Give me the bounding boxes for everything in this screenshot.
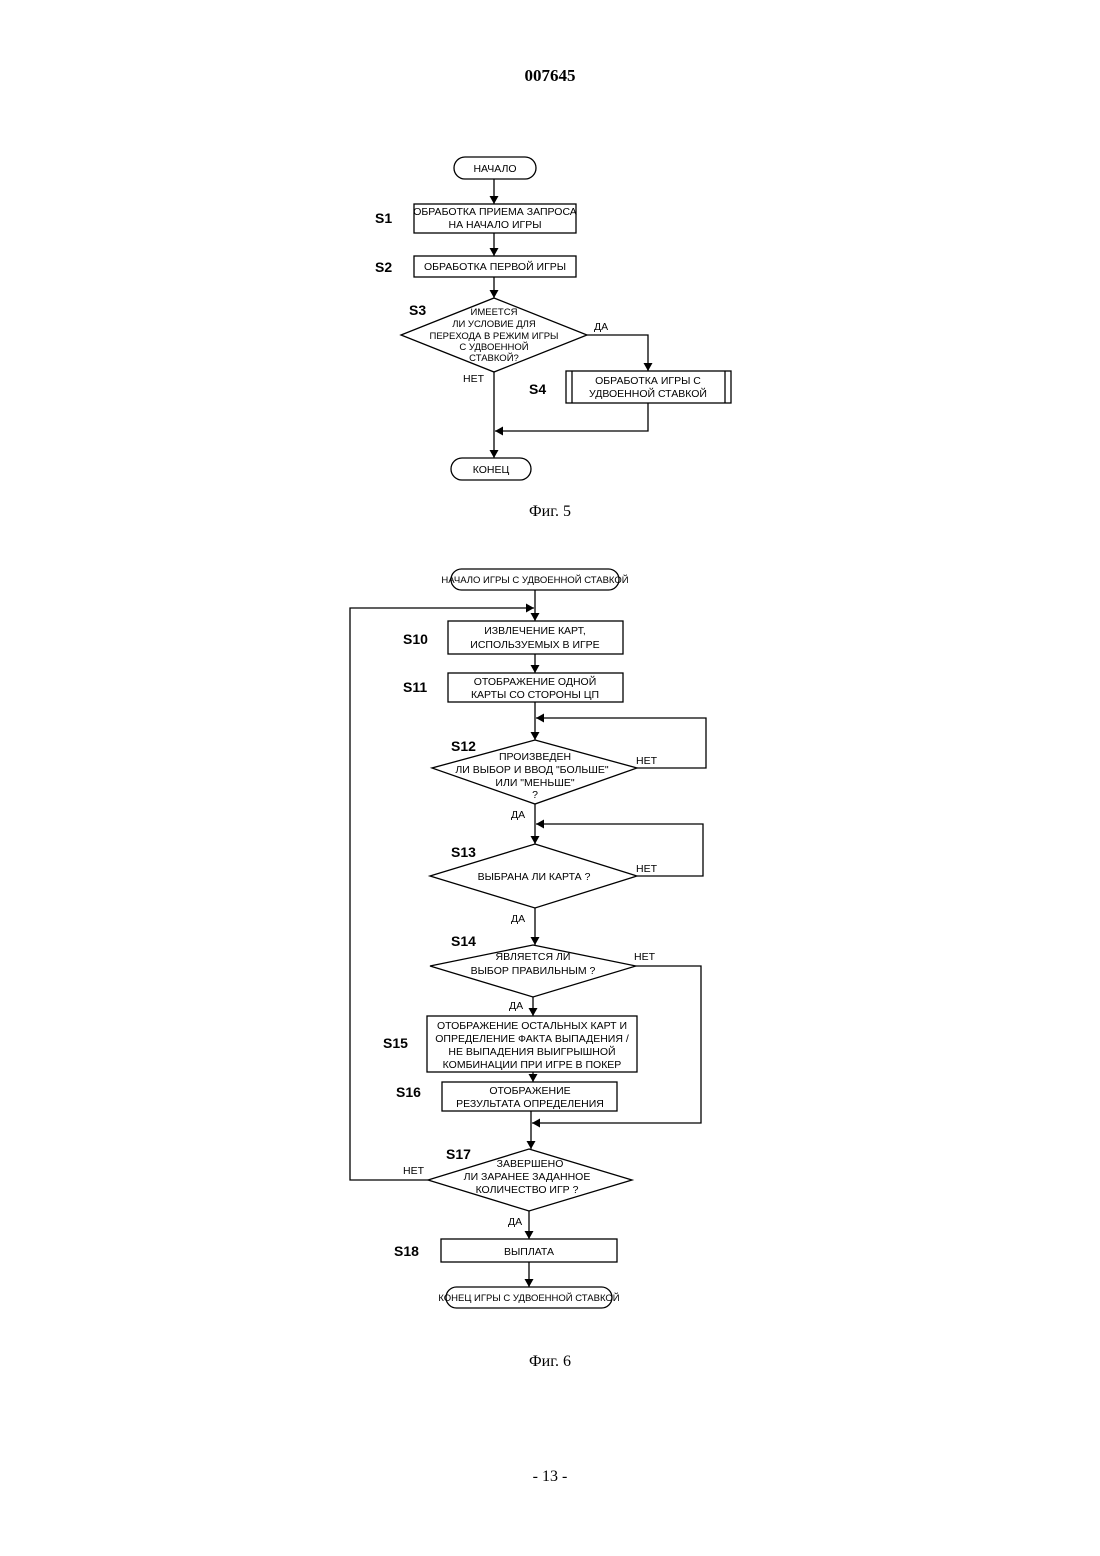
fig5-step-s2: S2: [375, 259, 392, 275]
fig6-s12-line-2: ЛИ ВЫБОР И ВВОД "БОЛЬШЕ": [455, 764, 609, 776]
fig6-step-s13: S13: [451, 844, 476, 860]
fig6-step-s10: S10: [403, 631, 428, 647]
fig5-end-label: КОНЕЦ: [473, 464, 510, 476]
fig5-arrow-s4-merge: [495, 403, 648, 431]
fig6-s15-line-1: ОТОБРАЖЕНИЕ ОСТАЛЬНЫХ КАРТ И: [437, 1020, 627, 1032]
fig5-s3-no-label: НЕТ: [463, 373, 485, 385]
fig6-s16-line-1: ОТОБРАЖЕНИЕ: [489, 1085, 570, 1097]
fig5-step-s4: S4: [529, 381, 546, 397]
fig6-s17-yes-label: ДА: [508, 1216, 522, 1228]
fig5-caption: Фиг. 5: [0, 503, 1100, 521]
fig5-s4-line-1: ОБРАБОТКА ИГРЫ С: [595, 375, 701, 387]
fig6-flowchart: НАЧАЛО ИГРЫ С УДВОЕННОЙ СТАВКОЙ ИЗВЛЕЧЕН…: [350, 569, 706, 1308]
fig5-s3-yes-label: ДА: [594, 321, 608, 333]
fig6-s15-line-2: ОПРЕДЕЛЕНИЕ ФАКТА ВЫПАДЕНИЯ /: [435, 1033, 629, 1045]
fig6-step-s15: S15: [383, 1035, 408, 1051]
fig6-s14-line-1: ЯВЛЯЕТСЯ ЛИ: [496, 951, 571, 963]
fig6-s17-no-label: НЕТ: [403, 1165, 425, 1177]
fig5-s3-line-3: ПЕРЕХОДА В РЕЖИМ ИГРЫ: [430, 331, 559, 342]
fig6-s17-line-3: КОЛИЧЕСТВО ИГР ?: [476, 1184, 579, 1196]
fig5-s4-line-2: УДВОЕННОЙ СТАВКОЙ: [589, 387, 707, 400]
fig6-s14-line-2: ВЫБОР ПРАВИЛЬНЫМ ?: [471, 965, 596, 977]
fig6-s10-line-1: ИЗВЛЕЧЕНИЕ КАРТ,: [484, 625, 586, 637]
fig6-s14-no-label: НЕТ: [634, 951, 656, 963]
fig6-s11-line-1: ОТОБРАЖЕНИЕ ОДНОЙ: [474, 675, 597, 688]
fig6-s16-line-2: РЕЗУЛЬТАТА ОПРЕДЕЛЕНИЯ: [456, 1098, 604, 1110]
fig6-s10-line-2: ИСПОЛЬЗУЕМЫХ В ИГРЕ: [470, 639, 599, 651]
fig6-s12-line-3: ИЛИ "МЕНЬШЕ": [495, 777, 574, 789]
fig5-step-s3: S3: [409, 302, 426, 318]
fig6-s13-no-label: НЕТ: [636, 863, 658, 875]
fig5-step-s1: S1: [375, 210, 392, 226]
fig5-s3-line-5: СТАВКОЙ?: [469, 352, 519, 364]
fig5-s3-line-1: ИМЕЕТСЯ: [471, 307, 518, 318]
fig5-s2-line-1: ОБРАБОТКА ПЕРВОЙ ИГРЫ: [424, 260, 566, 273]
fig6-s12-line-1: ПРОИЗВЕДЕН: [499, 751, 571, 763]
fig6-s15-line-3: НЕ ВЫПАДЕНИЯ ВЫИГРЫШНОЙ: [448, 1045, 615, 1058]
fig6-s13-line-1: ВЫБРАНА ЛИ КАРТА ?: [478, 871, 591, 883]
fig6-end-label: КОНЕЦ ИГРЫ С УДВОЕННОЙ СТАВКОЙ: [438, 1292, 619, 1304]
page-number: - 13 -: [0, 1468, 1100, 1486]
fig6-s14-yes-label: ДА: [509, 1000, 523, 1012]
fig6-s12-line-4: ?: [532, 789, 538, 801]
fig6-step-s17: S17: [446, 1146, 471, 1162]
fig5-flowchart: НАЧАЛО ОБРАБОТКА ПРИЕМА ЗАПРОСА НА НАЧАЛ…: [375, 157, 731, 480]
fig5-s1-line-2: НА НАЧАЛО ИГРЫ: [448, 219, 541, 231]
fig6-s17-line-1: ЗАВЕРШЕНО: [497, 1158, 564, 1170]
fig5-start-label: НАЧАЛО: [473, 163, 516, 175]
fig6-step-s18: S18: [394, 1243, 419, 1259]
fig6-s13-yes-label: ДА: [511, 913, 525, 925]
fig6-s12-no-label: НЕТ: [636, 755, 658, 767]
fig5-s1-line-1: ОБРАБОТКА ПРИЕМА ЗАПРОСА: [413, 206, 577, 218]
fig6-step-s11: S11: [403, 679, 427, 695]
fig6-step-s16: S16: [396, 1084, 421, 1100]
fig6-s11-line-2: КАРТЫ СО СТОРОНЫ ЦП: [471, 689, 599, 701]
fig6-start-label: НАЧАЛО ИГРЫ С УДВОЕННОЙ СТАВКОЙ: [441, 574, 628, 586]
fig6-step-s12: S12: [451, 738, 476, 754]
fig6-caption: Фиг. 6: [0, 1353, 1100, 1371]
fig6-step-s14: S14: [451, 933, 476, 949]
fig6-s18-line-1: ВЫПЛАТА: [504, 1246, 554, 1258]
fig6-s17-line-2: ЛИ ЗАРАНЕЕ ЗАДАННОЕ: [464, 1171, 591, 1183]
fig5-s3-line-2: ЛИ УСЛОВИЕ ДЛЯ: [452, 319, 536, 330]
fig5-arrow-s3-yes-s4: [587, 335, 648, 371]
fig6-s15-line-4: КОМБИНАЦИИ ПРИ ИГРЕ В ПОКЕР: [443, 1059, 622, 1071]
fig5-s3-line-4: С УДВОЕННОЙ: [459, 341, 528, 353]
fig6-s12-yes-label: ДА: [511, 809, 525, 821]
